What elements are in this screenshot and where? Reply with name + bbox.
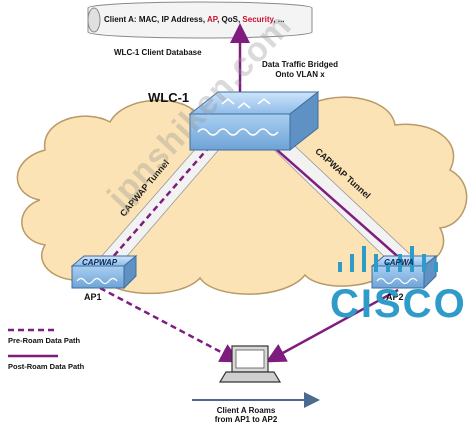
db-entry-ap: AP xyxy=(206,15,218,24)
ap1-device-text: CAPWAP xyxy=(82,258,118,267)
post-roam-path-air xyxy=(265,288,399,363)
post-roam-path-tunnel xyxy=(267,141,405,263)
wlc-device-icon xyxy=(188,90,320,152)
ap1-name-label: AP1 xyxy=(84,292,102,302)
client-database-caption: WLC-1 Client Database xyxy=(114,48,202,57)
ap1-device-icon xyxy=(70,254,138,290)
roam-label-line-2: from AP1 to AP2 xyxy=(214,415,278,424)
legend-pre-roam-label: Pre-Roam Data Path xyxy=(8,336,81,345)
pre-roam-path-tunnel xyxy=(104,145,211,267)
traffic-label: Data Traffic Bridged Onto VLAN x xyxy=(262,60,338,80)
wlc-name-label: WLC-1 xyxy=(148,90,190,105)
ap2-name-label: AP2 xyxy=(386,292,404,302)
db-entry-suffix: , ... xyxy=(273,15,285,24)
legend-post-roam-label: Post-Roam Data Path xyxy=(8,362,85,371)
client-database-entry: Client A: MAC, IP Address, AP, QoS, Secu… xyxy=(104,15,334,24)
cisco-logo-bars xyxy=(338,246,438,272)
ap2-device-text: CAPWA xyxy=(384,258,414,267)
client-laptop-icon xyxy=(218,345,282,383)
traffic-label-line-1: Data Traffic Bridged xyxy=(262,60,339,69)
roam-label-line-1: Client A Roams xyxy=(216,406,276,415)
db-entry-mid: , QoS, xyxy=(217,15,243,24)
db-entry-security: Security xyxy=(242,15,274,24)
pre-roam-path-air xyxy=(99,286,241,363)
cisco-logo-wordmark: CISCO xyxy=(330,282,467,326)
client-database-icon xyxy=(87,1,313,39)
db-entry-prefix: Client A: MAC, IP Address, xyxy=(104,15,207,24)
traffic-label-line-2: Onto VLAN x xyxy=(275,70,325,79)
roam-label: Client A Roams from AP1 to AP2 xyxy=(190,406,302,424)
